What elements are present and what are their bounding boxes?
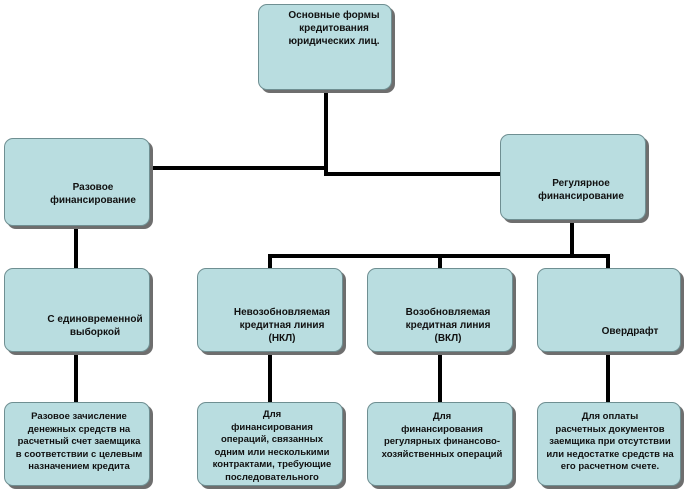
lump-sum-detail-node: Разовое зачисление денежных средств на р…: [4, 402, 150, 486]
one-time-financing-label: Разовое финансирование: [50, 182, 136, 206]
overdraft-detail-node: Для оплаты расчетных документов заемщика…: [537, 402, 681, 486]
vkl-label: Возобновляемая кредитная линия (ВКЛ): [405, 307, 491, 344]
root-node: Основные формы кредитования юридических …: [258, 4, 392, 90]
lump-sum-node: С единовременной выборкой: [4, 268, 150, 352]
connector-root-to-regular: [324, 166, 502, 176]
nkl-node: Невозобновляемая кредитная линия (НКЛ): [197, 268, 343, 352]
overdraft-label: Овердрафт: [601, 326, 659, 337]
lump-sum-label: С единовременной выборкой: [47, 314, 143, 338]
nkl-label: Невозобновляемая кредитная линия (НКЛ): [233, 307, 331, 344]
vkl-detail-text: Для финансирования регулярных финансово-…: [381, 411, 503, 460]
nkl-detail-node: Для финансирования операций, связанных о…: [197, 402, 343, 486]
one-time-financing-node: Разовое финансирование: [4, 138, 150, 226]
lump-sum-detail-text: Разовое зачисление денежных средств на р…: [15, 411, 143, 472]
nkl-detail-text: Для финансирования операций, связанных о…: [212, 409, 332, 483]
overdraft-node: Овердрафт: [537, 268, 681, 352]
root-label: Основные формы кредитования юридических …: [288, 10, 380, 47]
regular-financing-node: Регулярное финансирование: [500, 134, 646, 220]
regular-financing-label: Регулярное финансирование: [538, 178, 624, 202]
vkl-node: Возобновляемая кредитная линия (ВКЛ): [367, 268, 513, 352]
vkl-detail-node: Для финансирования регулярных финансово-…: [367, 402, 513, 486]
overdraft-detail-text: Для оплаты расчетных документов заемщика…: [546, 411, 674, 472]
